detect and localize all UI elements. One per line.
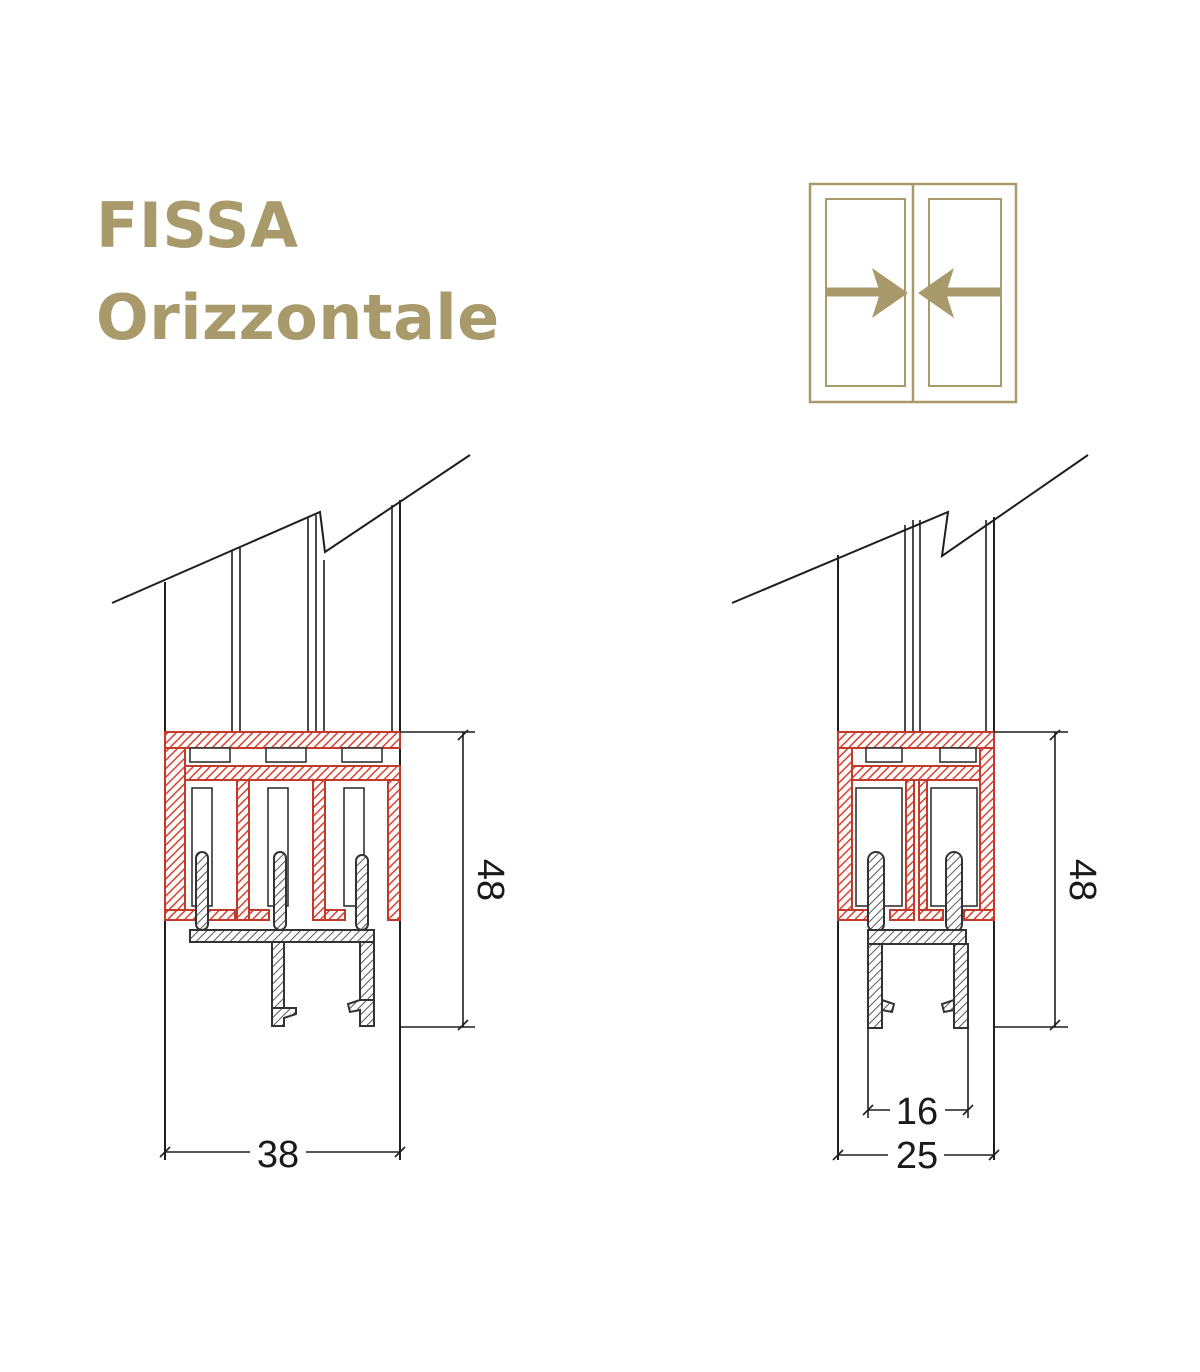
right-width-dimension: 25 bbox=[896, 1135, 938, 1177]
title-block: FISSA Orizzontale bbox=[96, 180, 500, 364]
left-section-drawing: 48 38 bbox=[111, 454, 511, 1176]
title-fissa: FISSA bbox=[96, 189, 299, 262]
right-section-drawing: 48 16 25 bbox=[731, 454, 1103, 1177]
double-sliding-door-closing-icon bbox=[808, 182, 1018, 404]
left-width-dimension: 38 bbox=[257, 1134, 299, 1176]
right-height-dimension: 48 bbox=[1061, 859, 1103, 901]
title-orizzontale: Orizzontale bbox=[96, 281, 500, 354]
right-inner-width-dimension: 16 bbox=[896, 1091, 938, 1133]
left-height-dimension: 48 bbox=[469, 859, 511, 901]
